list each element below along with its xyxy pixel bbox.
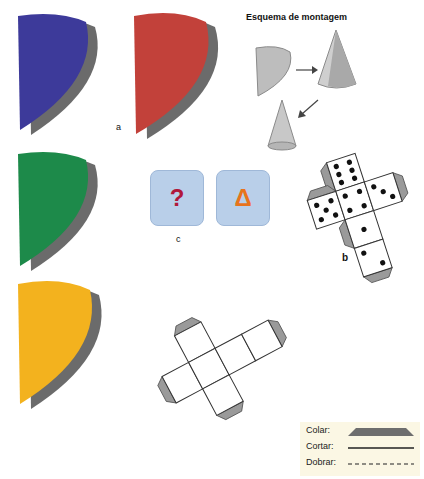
assembly-scheme xyxy=(256,30,356,150)
cone-sector-yellow xyxy=(18,281,102,409)
part-letter: b xyxy=(342,252,348,263)
legend-sample xyxy=(348,428,414,436)
card: ? xyxy=(150,170,204,226)
dice-net xyxy=(298,142,424,294)
scheme-title: Esquema de montagem xyxy=(246,12,347,22)
part-letter: c xyxy=(176,234,181,244)
legend-text: Cortar: xyxy=(306,441,334,451)
legend: Colar: Cortar: Dobrar: xyxy=(300,422,420,476)
legend-text: Colar: xyxy=(306,425,330,435)
legend-sample xyxy=(348,447,414,449)
card-symbol: ? xyxy=(170,184,185,212)
cone-sector-blue xyxy=(18,14,98,135)
legend-sample xyxy=(348,463,414,464)
card: Δ xyxy=(216,170,270,226)
card-symbol: Δ xyxy=(234,184,251,212)
cone-sector-red xyxy=(134,13,218,139)
legend-text: Dobrar: xyxy=(306,457,336,467)
cube-net xyxy=(137,283,307,440)
cone-sector-green xyxy=(18,152,98,271)
part-letter: a xyxy=(116,122,121,132)
